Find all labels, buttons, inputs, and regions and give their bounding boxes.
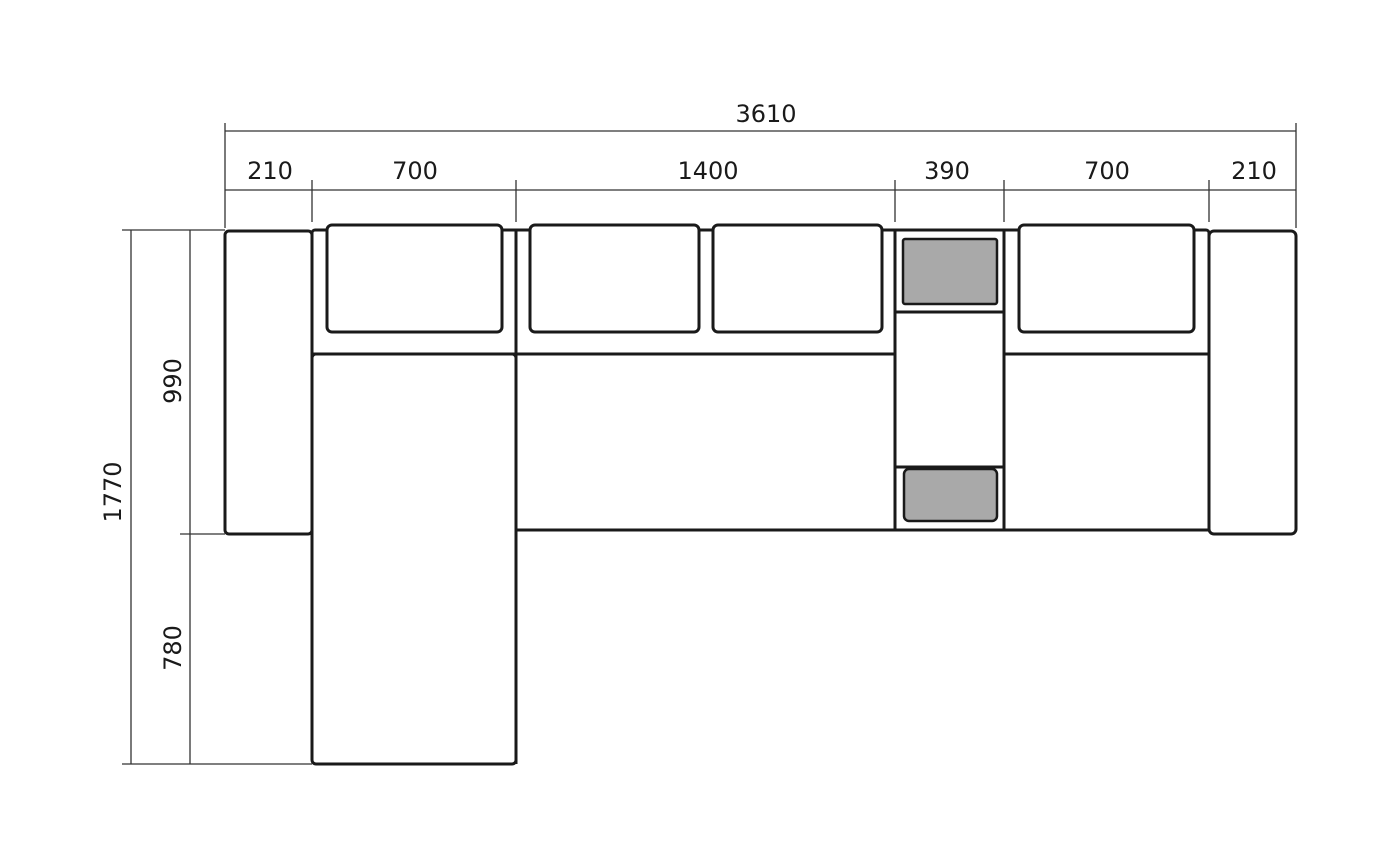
top-dimensions: 3610 210 700 1400 390 700 210 (224, 100, 1297, 228)
back-cushion-4 (1017, 223, 1196, 334)
segment-width-label-3: 1400 (677, 157, 738, 185)
middle-seat (514, 352, 897, 532)
left-dimensions: 1770 990 780 (99, 229, 312, 765)
segment-width-label-4: 390 (924, 157, 970, 185)
depth-part-label-2: 780 (159, 625, 187, 671)
segment-width-label-1: 210 (247, 157, 293, 185)
segment-width-label-6: 210 (1231, 157, 1277, 185)
right-armrest (1207, 229, 1298, 536)
right-seat (1002, 352, 1211, 532)
console-top-insert (901, 237, 999, 306)
overall-depth-label: 1770 (99, 461, 127, 522)
console-bottom-insert (902, 467, 999, 523)
segment-width-label-5: 700 (1084, 157, 1130, 185)
back-cushion-2 (528, 223, 701, 334)
segment-width-label-2: 700 (392, 157, 438, 185)
overall-width-label: 3610 (735, 100, 796, 128)
back-cushion-3 (711, 223, 884, 334)
chaise-seat (310, 352, 518, 766)
depth-part-label-1: 990 (159, 358, 187, 404)
left-armrest (223, 229, 314, 536)
sofa-body (223, 223, 1298, 766)
back-cushion-1 (325, 223, 504, 334)
